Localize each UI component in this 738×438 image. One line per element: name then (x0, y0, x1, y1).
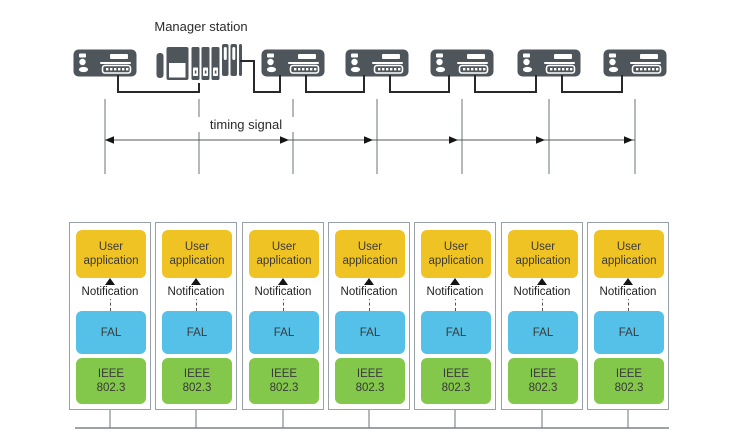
notification-up-arrow-icon (537, 278, 547, 285)
fal-box: FAL (508, 311, 578, 354)
fal-box: FAL (162, 311, 232, 354)
ieee-8023-label: IEEE 802.3 (182, 368, 212, 394)
ieee-8023-label: IEEE 802.3 (528, 368, 558, 394)
fal-label: FAL (532, 326, 554, 339)
notification-label: Notification (70, 285, 150, 299)
network-device-icon (73, 49, 137, 77)
user-application-box: User application (162, 230, 232, 278)
fal-box: FAL (76, 311, 146, 354)
ieee-8023-box: IEEE 802.3 (249, 358, 319, 404)
network-device (261, 49, 325, 77)
cable-segment (474, 75, 537, 93)
network-device (603, 49, 667, 77)
notification-up-arrow-icon (623, 278, 633, 285)
fal-label: FAL (359, 326, 381, 339)
arrowhead-right (624, 136, 633, 144)
arrowhead-right (280, 136, 289, 144)
cable-segment (117, 75, 200, 93)
user-application-label: User application (342, 241, 398, 267)
notification-label: Notification (156, 285, 236, 299)
ieee-8023-label: IEEE 802.3 (441, 368, 471, 394)
fal-box: FAL (594, 311, 664, 354)
network-device-icon (261, 49, 325, 77)
notification-label: Notification (329, 285, 409, 299)
protocol-stack-column: User application Notification FAL IEEE 8… (69, 222, 151, 410)
arrowhead-right (364, 136, 373, 144)
user-application-box: User application (249, 230, 319, 278)
protocol-stack-column: User application Notification FAL IEEE 8… (414, 222, 496, 410)
cable-segment (389, 75, 450, 93)
timing-signal-label: timing signal (188, 117, 304, 132)
cable-segment (240, 60, 281, 93)
network-device-icon (430, 49, 494, 77)
user-application-label: User application (256, 241, 312, 267)
user-application-label: User application (428, 241, 484, 267)
fal-label: FAL (186, 326, 208, 339)
user-application-box: User application (594, 230, 664, 278)
user-application-label: User application (601, 241, 657, 267)
arrowhead-right (449, 136, 458, 144)
cable-segment (305, 75, 365, 93)
notification-label: Notification (243, 285, 323, 299)
fal-label: FAL (100, 326, 122, 339)
network-device-icon (517, 49, 581, 77)
network-device (430, 49, 494, 77)
ieee-8023-label: IEEE 802.3 (269, 368, 299, 394)
notification-label: Notification (588, 285, 668, 299)
network-device (517, 49, 581, 77)
ieee-8023-label: IEEE 802.3 (96, 368, 126, 394)
network-device (73, 49, 137, 77)
user-application-label: User application (169, 241, 225, 267)
manager-station-icon (156, 44, 242, 80)
protocol-stack-column: User application Notification FAL IEEE 8… (587, 222, 669, 410)
protocol-stack-column: User application Notification FAL IEEE 8… (242, 222, 324, 410)
ieee-8023-label: IEEE 802.3 (355, 368, 385, 394)
fal-label: FAL (445, 326, 467, 339)
protocol-stack-column: User application Notification FAL IEEE 8… (501, 222, 583, 410)
notification-label: Notification (502, 285, 582, 299)
arrowhead-right (536, 136, 545, 144)
network-device (345, 49, 409, 77)
user-application-box: User application (76, 230, 146, 278)
cable-segment (561, 75, 623, 93)
ieee-8023-box: IEEE 802.3 (162, 358, 232, 404)
notification-up-arrow-icon (191, 278, 201, 285)
user-application-box: User application (508, 230, 578, 278)
notification-up-arrow-icon (450, 278, 460, 285)
fal-box: FAL (249, 311, 319, 354)
user-application-label: User application (83, 241, 139, 267)
notification-up-arrow-icon (105, 278, 115, 285)
fal-label: FAL (618, 326, 640, 339)
notification-label: Notification (415, 285, 495, 299)
fal-box: FAL (335, 311, 405, 354)
ieee-8023-box: IEEE 802.3 (421, 358, 491, 404)
protocol-stack-column: User application Notification FAL IEEE 8… (155, 222, 237, 410)
protocol-stack-column: User application Notification FAL IEEE 8… (328, 222, 410, 410)
ieee-8023-box: IEEE 802.3 (508, 358, 578, 404)
network-device-icon (345, 49, 409, 77)
fal-label: FAL (273, 326, 295, 339)
notification-up-arrow-icon (278, 278, 288, 285)
ieee-8023-box: IEEE 802.3 (335, 358, 405, 404)
manager-station (156, 44, 242, 84)
user-application-box: User application (421, 230, 491, 278)
arrowhead-left (105, 136, 114, 144)
fal-box: FAL (421, 311, 491, 354)
network-device-icon (603, 49, 667, 77)
ieee-8023-box: IEEE 802.3 (76, 358, 146, 404)
user-application-label: User application (515, 241, 571, 267)
user-application-box: User application (335, 230, 405, 278)
ieee-8023-box: IEEE 802.3 (594, 358, 664, 404)
manager-station-label: Manager station (154, 19, 248, 34)
notification-up-arrow-icon (364, 278, 374, 285)
ieee-8023-label: IEEE 802.3 (614, 368, 644, 394)
